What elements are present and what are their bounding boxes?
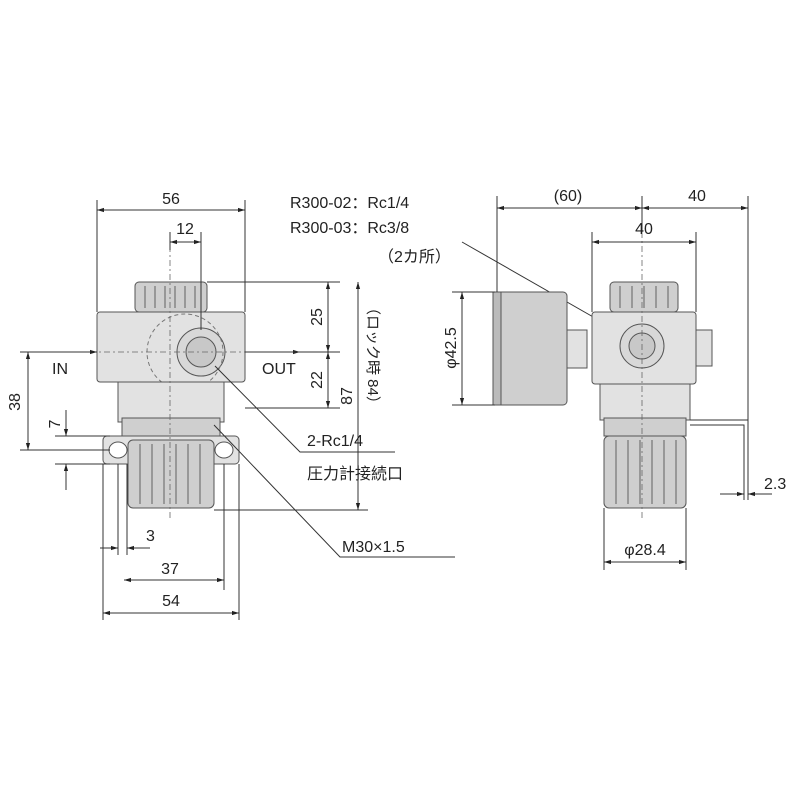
dim-37: 37: [161, 561, 179, 578]
leader-thread: [213, 424, 455, 558]
label-gauge-port: 圧力計接続口: [307, 465, 403, 483]
side-nut-ring: [603, 417, 687, 437]
dim-56: 56: [162, 191, 180, 208]
label-count: （2カ所）: [378, 248, 451, 266]
dim-40-top: 40: [688, 188, 706, 205]
side-outlet: [695, 329, 713, 367]
dim-87: 87: [339, 387, 356, 405]
dim-3: 3: [146, 528, 155, 545]
label-thread: M30×1.5: [342, 539, 405, 556]
dim-38: 38: [7, 393, 24, 411]
side-view: R300-02：Rc1/4 R300-03：Rc3/8 （2カ所）: [290, 188, 786, 570]
label-model-02: R300-02：Rc1/4: [290, 195, 409, 212]
label-out: OUT: [262, 361, 296, 378]
label-port: 2-Rc1/4: [307, 433, 363, 450]
leader-port: [214, 365, 395, 453]
gauge-cover: [494, 291, 568, 406]
front-view: 56 12 IN OUT 25 22 87 （ロック時 84） 38: [7, 191, 455, 620]
label-in: IN: [52, 361, 68, 378]
side-bracket: [690, 419, 749, 490]
dim-54: 54: [162, 593, 180, 610]
dim-dia-28-4: φ28.4: [624, 542, 666, 559]
adjust-knob: [127, 439, 215, 509]
dim-lock-84: （ロック時 84）: [364, 300, 381, 411]
dim-dia-42-5: φ42.5: [443, 327, 460, 369]
dim-22: 22: [309, 371, 326, 389]
bonnet-cap: [134, 281, 208, 313]
nut-ring: [121, 417, 221, 437]
dim-40-inner: 40: [635, 221, 653, 238]
side-knob: [603, 435, 687, 509]
dim-2-3: 2.3: [764, 476, 786, 493]
dim-7: 7: [47, 419, 64, 428]
side-lower-body: [599, 383, 691, 421]
dim-25: 25: [309, 308, 326, 326]
dim-12: 12: [176, 221, 194, 238]
dim-60: (60): [554, 188, 582, 205]
lower-body: [117, 381, 225, 423]
gauge-stem: [566, 329, 588, 369]
label-model-03: R300-03：Rc3/8: [290, 220, 409, 237]
